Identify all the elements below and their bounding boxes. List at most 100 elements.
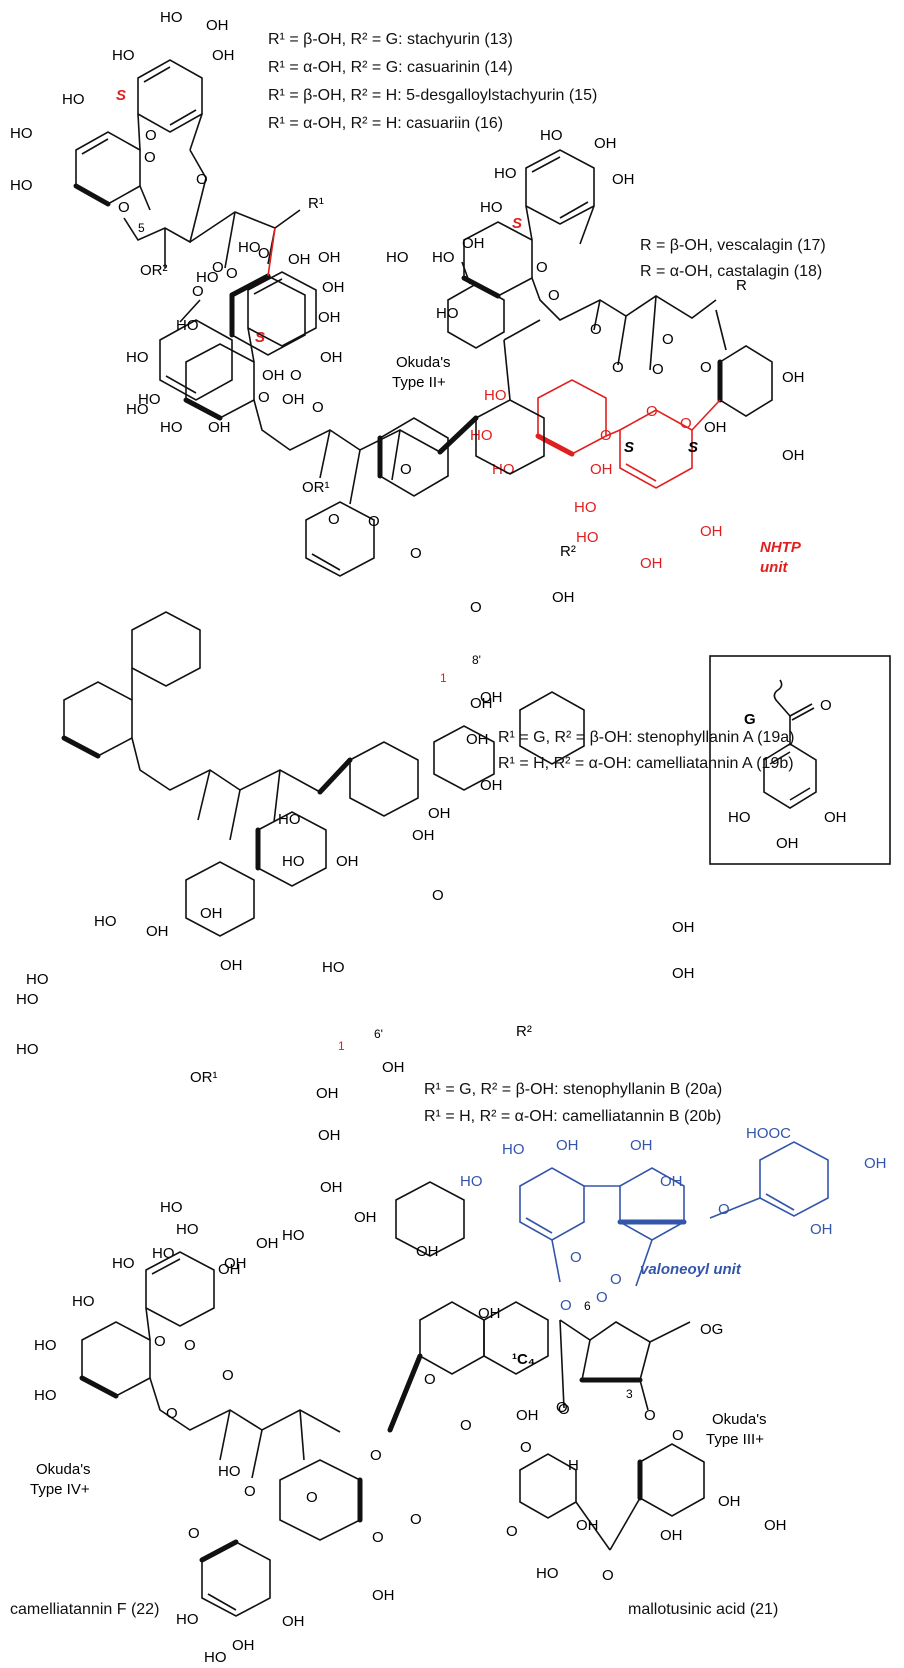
legend-20a: R¹ = G, R² = β-OH: stenophyllanin B (20a… [424,1081,723,1098]
stereo-label: S [255,329,265,346]
atom-label: HO [176,1221,199,1238]
atom-label: OH [630,1137,653,1154]
atom-label: O [144,149,156,166]
legend-13: R¹ = β-OH, R² = G: stachyurin (13) [268,31,513,48]
atom-label: HO [34,1337,57,1354]
atom-label: OH [478,1305,501,1322]
legend-19a: R¹ = G, R² = β-OH: stenophyllanin A (19a… [498,729,795,746]
atom-label: O [212,259,224,276]
atom-label: OH [220,957,243,974]
atom-label: HO [574,499,597,516]
atom-label: O [570,1249,582,1266]
structure-mallotusinic-acid: OG 6 3 ¹C₄ O O O O H O OH O HO OH OH OH … [506,1299,787,1584]
atom-label: OH [316,1085,339,1102]
structure-stenophyllanin-a: HO OH HO OH HO HO HO O O O OR¹ O O O O 1… [126,235,576,870]
atom-label: O [506,1523,518,1540]
atom-label: HO [16,1041,39,1058]
atom-label: OH [462,235,485,252]
atom-label: O [718,1201,730,1218]
structure-stachyurin: HO OH HO OH HO S HO HO O O O O 5 OR² R¹ … [10,9,343,436]
legend-16: R¹ = α-OH, R² = H: casuariin (16) [268,115,504,132]
atom-label: OH [782,369,805,386]
atom-label: O [460,1417,472,1434]
atom-label: OH [318,1127,341,1144]
atom-label: OH [700,523,723,540]
galloyl-label: G [744,711,756,728]
atom-label: HO [278,811,301,828]
atom-label: HO [126,349,149,366]
atom-label: OH [262,367,285,384]
atom-label: OH [556,1137,579,1154]
atom-label: HO [460,1173,483,1190]
atom-label: OH [516,1407,539,1424]
okuda-type3-line2: Type III+ [706,1431,764,1448]
atom-label: O [558,1401,570,1418]
atom-label: O [370,1447,382,1464]
atom-label: OR¹ [190,1069,218,1086]
atom-label: OH [206,17,229,34]
atom-label: OH [288,251,311,268]
atom-label: OH [212,47,235,64]
atom-label: OH [640,555,663,572]
valoneoyl-unit: HO OH HO HOOC OH OH OH O OH O O O O valo… [460,1125,887,1314]
legend-17: R = β-OH, vescalagin (17) [640,237,826,254]
atom-label: O [410,1511,422,1528]
atom-label: O [372,1529,384,1546]
atom-label: OH [718,1493,741,1510]
legend-14: R¹ = α-OH, R² = G: casuarinin (14) [268,59,513,76]
structure-stenophyllanin-b: HO OH OH HO OH HO HO HO O OH OH 1 6' OH … [16,611,695,1278]
atom-label: HO [238,239,261,256]
atom-label: O [596,1289,608,1306]
atom-label: OH [416,1243,439,1260]
stereo-label: S [624,439,634,456]
atom-label: OH [318,249,341,266]
atom-label: O [118,199,130,216]
atom-label: OH [590,461,613,478]
atom-label: HO [160,9,183,26]
atom-label: HO [112,1255,135,1272]
atom-label: O [600,427,612,444]
atom-label: HO [152,1245,175,1262]
atom-label: HO [112,47,135,64]
atom-label: HO [728,809,751,826]
atom-label: OH [208,419,231,436]
atom-label: O [258,245,270,262]
atom-label: OR¹ [302,479,330,496]
atom-label: O [672,1427,684,1444]
atom-label: OR² [140,262,168,279]
legend-19b: R¹ = H, R² = α-OH: camelliatannin A (19b… [498,755,794,772]
atom-label: HO [176,1611,199,1628]
atom-label: OH [824,809,847,826]
atom-label: O [560,1297,572,1314]
atom-label: OH [320,349,343,366]
atom-label: R² [560,543,576,560]
legend-15: R¹ = β-OH, R² = H: 5-desgalloylstachyuri… [268,87,598,104]
atom-label: O [590,321,602,338]
atom-label: HO [34,1387,57,1404]
structure-camelliatannin-f: HO HO OH HO HO HO O O O O HO O O O O O O… [34,1181,549,1666]
atom-label: OH [256,1235,279,1252]
atom-label: O [652,361,664,378]
atom-label: HO [138,391,161,408]
atom-label: O [662,331,674,348]
atom-label: HO [94,913,117,930]
atom-label: HO [218,1463,241,1480]
atom-label: O [192,283,204,300]
atom-label: O [470,599,482,616]
atom-label: O [424,1371,436,1388]
atom-label: OH [776,835,799,852]
okuda-type4-line2: Type IV+ [30,1481,90,1498]
atom-label: HO [386,249,409,266]
atom-label: O [368,513,380,530]
atom-label: HO [72,1293,95,1310]
atom-label: O [548,287,560,304]
legend-20b: R¹ = H, R² = α-OH: camelliatannin B (20b… [424,1108,722,1125]
atom-label: 5 [138,221,145,235]
atom-label: OH [372,1587,395,1604]
atom-label: O [680,415,692,432]
atom-label: O [184,1337,196,1354]
atom-label: O [145,127,157,144]
